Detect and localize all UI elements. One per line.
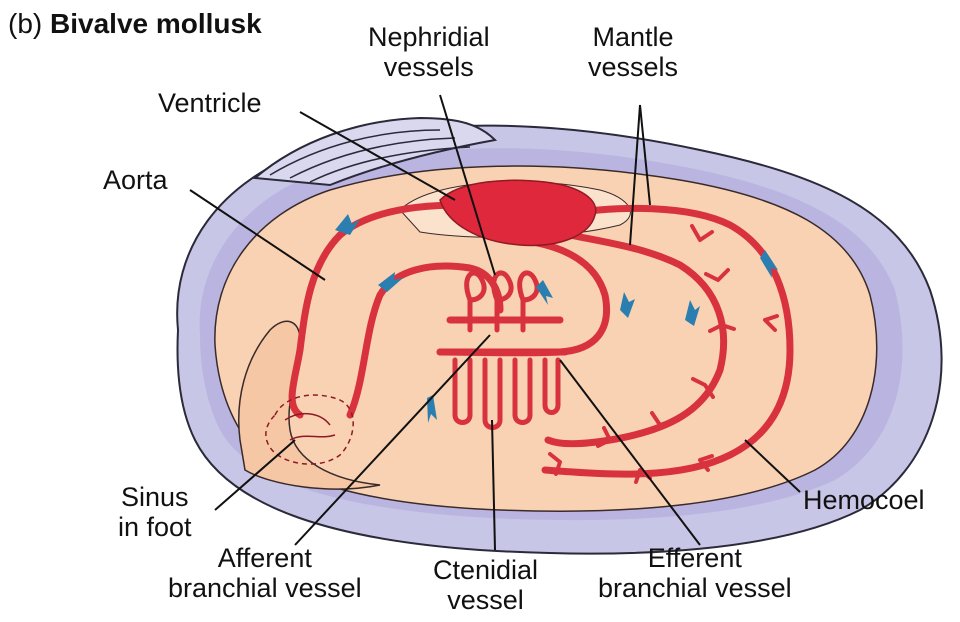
figure-title: (b) Bivalve mollusk xyxy=(8,8,262,40)
label-sinus-in-foot: Sinus in foot xyxy=(118,482,192,542)
label-ctenidial-vessel: Ctenidial vessel xyxy=(433,555,538,615)
label-afferent-branchial-vessel: Afferent branchial vessel xyxy=(168,543,362,603)
label-hemocoel: Hemocoel xyxy=(803,485,925,515)
label-aorta: Aorta xyxy=(103,165,168,195)
label-mantle-vessels: Mantle vessels xyxy=(588,22,678,82)
label-nephridial-vessels: Nephridial vessels xyxy=(368,22,490,82)
label-ventricle: Ventricle xyxy=(158,88,262,118)
label-efferent-branchial-vessel: Efferent branchial vessel xyxy=(598,543,792,603)
